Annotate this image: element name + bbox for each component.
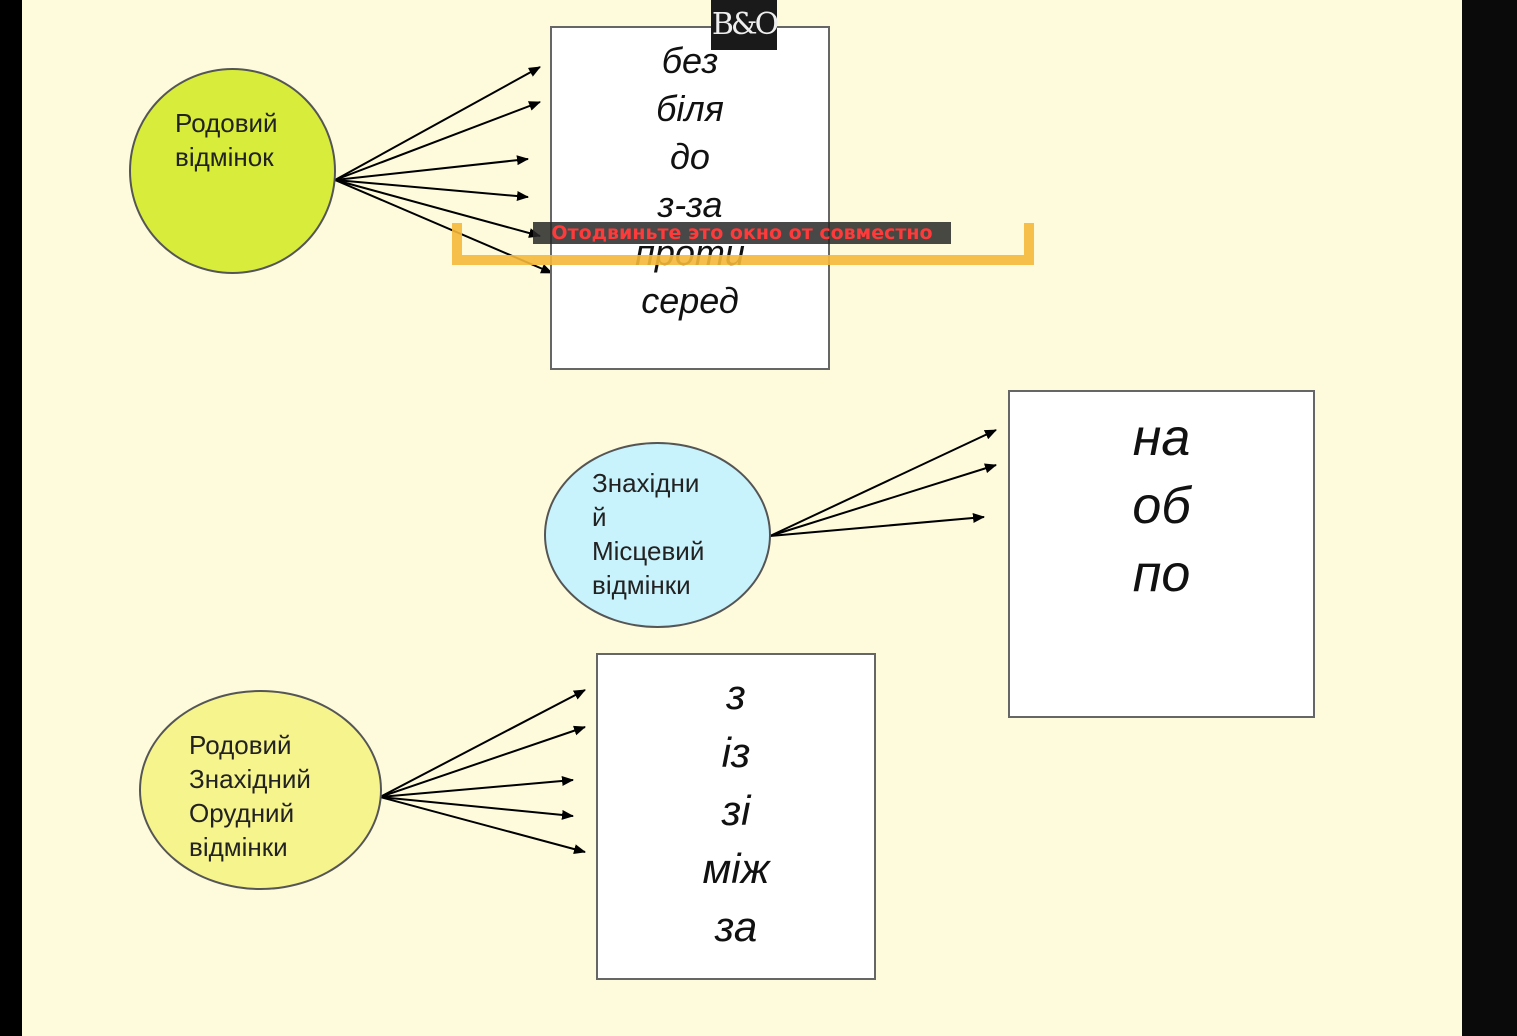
arrow <box>769 429 997 537</box>
arrow <box>334 179 529 202</box>
preposition-word: з <box>726 671 746 718</box>
arrow <box>379 796 586 854</box>
preposition-word: за <box>714 903 758 950</box>
preposition-word: на <box>1132 409 1191 467</box>
preposition-word: по <box>1132 545 1191 603</box>
arrow <box>334 155 529 181</box>
accusative-locative-circle: Знахідни й Місцевий відмінки <box>544 442 771 628</box>
circle-label: Родовий Знахідний Орудний відмінки <box>189 730 311 862</box>
prepositions-box-accusative-locative: на об по <box>1008 390 1315 718</box>
preposition-word: біля <box>656 88 724 129</box>
arrow <box>379 689 586 798</box>
preposition-word: із <box>721 729 751 776</box>
arrow <box>379 775 574 798</box>
preposition-word: без <box>661 40 719 81</box>
arrow <box>334 101 541 181</box>
preposition-word: з-за <box>657 184 723 225</box>
prepositions-box-multi-case: з із зі між за <box>596 653 876 980</box>
circle-label: Знахідни й Місцевий відмінки <box>592 468 705 600</box>
circle-label: Родовий відмінок <box>175 108 278 172</box>
share-window-frame <box>452 223 1034 265</box>
genitive-accusative-instrumental-circle: Родовий Знахідний Орудний відмінки <box>139 690 382 890</box>
arrow <box>379 796 574 820</box>
preposition-word: між <box>702 845 770 892</box>
preposition-word: об <box>1132 477 1191 535</box>
arrow <box>379 725 586 798</box>
brand-logo: B&O <box>711 0 779 50</box>
share-warning-banner: Отодвиньте это окно от совместно <box>533 222 951 244</box>
preposition-word: до <box>670 136 710 177</box>
genitive-case-circle: Родовий відмінок <box>129 68 336 274</box>
arrow <box>769 463 997 537</box>
arrow <box>334 179 541 238</box>
window-edge <box>1462 0 1517 1036</box>
preposition-word: серед <box>641 280 739 321</box>
preposition-word: зі <box>721 787 751 834</box>
arrow <box>769 512 985 537</box>
arrow <box>334 66 541 181</box>
prepositions-box-genitive: без біля до з-за проти серед <box>550 26 830 370</box>
